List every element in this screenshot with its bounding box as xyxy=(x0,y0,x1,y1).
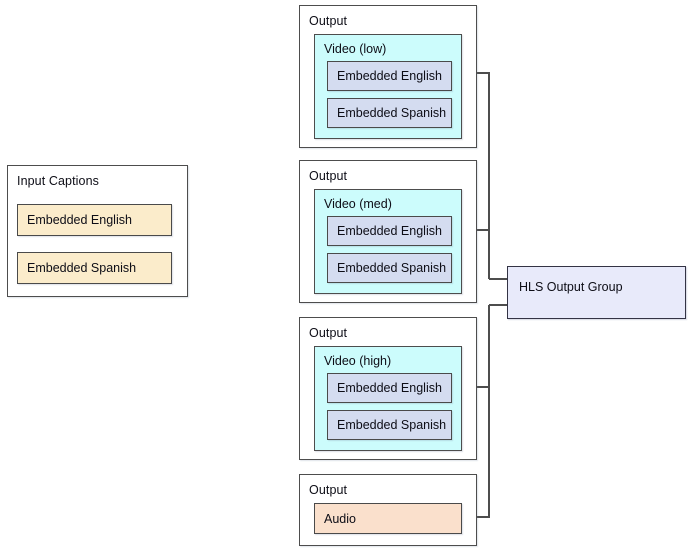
input-captions-title: Input Captions xyxy=(17,174,100,188)
audio-chip-label: Audio xyxy=(324,511,356,526)
video-high-caption-embedded-english-label: Embedded English xyxy=(337,381,442,395)
video-low-caption-embedded-english-label: Embedded English xyxy=(337,69,442,83)
connector-video-low xyxy=(477,72,490,279)
output-box-video-low: Output Video (low) Embedded English Embe… xyxy=(299,5,477,148)
output-box-video-med: Output Video (med) Embedded English Embe… xyxy=(299,160,477,303)
input-captions-box: Input Captions Embedded English Embedded… xyxy=(7,165,188,297)
video-title-high: Video (high) xyxy=(324,354,392,368)
video-med-caption-embedded-english[interactable]: Embedded English xyxy=(327,216,452,246)
output-title-video-med: Output xyxy=(309,169,348,183)
video-high-caption-embedded-spanish[interactable]: Embedded Spanish xyxy=(327,410,452,440)
output-box-audio: Output Audio xyxy=(299,474,477,546)
connector-audio xyxy=(477,305,490,518)
input-caption-embedded-english[interactable]: Embedded English xyxy=(17,204,172,236)
video-low-caption-embedded-spanish[interactable]: Embedded Spanish xyxy=(327,98,452,128)
video-box-high[interactable]: Video (high) Embedded English Embedded S… xyxy=(314,346,462,451)
input-caption-embedded-spanish-label: Embedded Spanish xyxy=(27,261,137,275)
hls-output-group-label: HLS Output Group xyxy=(519,280,623,294)
hls-output-group-box[interactable]: HLS Output Group xyxy=(507,266,686,319)
video-med-caption-embedded-english-label: Embedded English xyxy=(337,224,442,238)
video-med-caption-embedded-spanish-label: Embedded Spanish xyxy=(337,261,447,275)
input-caption-embedded-english-label: Embedded English xyxy=(27,213,132,227)
video-box-low[interactable]: Video (low) Embedded English Embedded Sp… xyxy=(314,34,462,139)
connector-video-high xyxy=(477,305,490,388)
output-title-video-high: Output xyxy=(309,326,348,340)
video-title-low: Video (low) xyxy=(324,42,387,56)
output-title-audio: Output xyxy=(309,483,348,497)
video-title-med: Video (med) xyxy=(324,197,392,211)
audio-chip[interactable]: Audio xyxy=(314,503,462,534)
connector-video-med xyxy=(477,229,490,279)
input-caption-embedded-spanish[interactable]: Embedded Spanish xyxy=(17,252,172,284)
output-title-video-low: Output xyxy=(309,14,348,28)
video-low-caption-embedded-spanish-label: Embedded Spanish xyxy=(337,106,447,120)
video-box-med[interactable]: Video (med) Embedded English Embedded Sp… xyxy=(314,189,462,294)
video-med-caption-embedded-spanish[interactable]: Embedded Spanish xyxy=(327,253,452,283)
output-box-video-high: Output Video (high) Embedded English Emb… xyxy=(299,317,477,460)
video-high-caption-embedded-english[interactable]: Embedded English xyxy=(327,373,452,403)
video-low-caption-embedded-english[interactable]: Embedded English xyxy=(327,61,452,91)
video-high-caption-embedded-spanish-label: Embedded Spanish xyxy=(337,418,447,432)
